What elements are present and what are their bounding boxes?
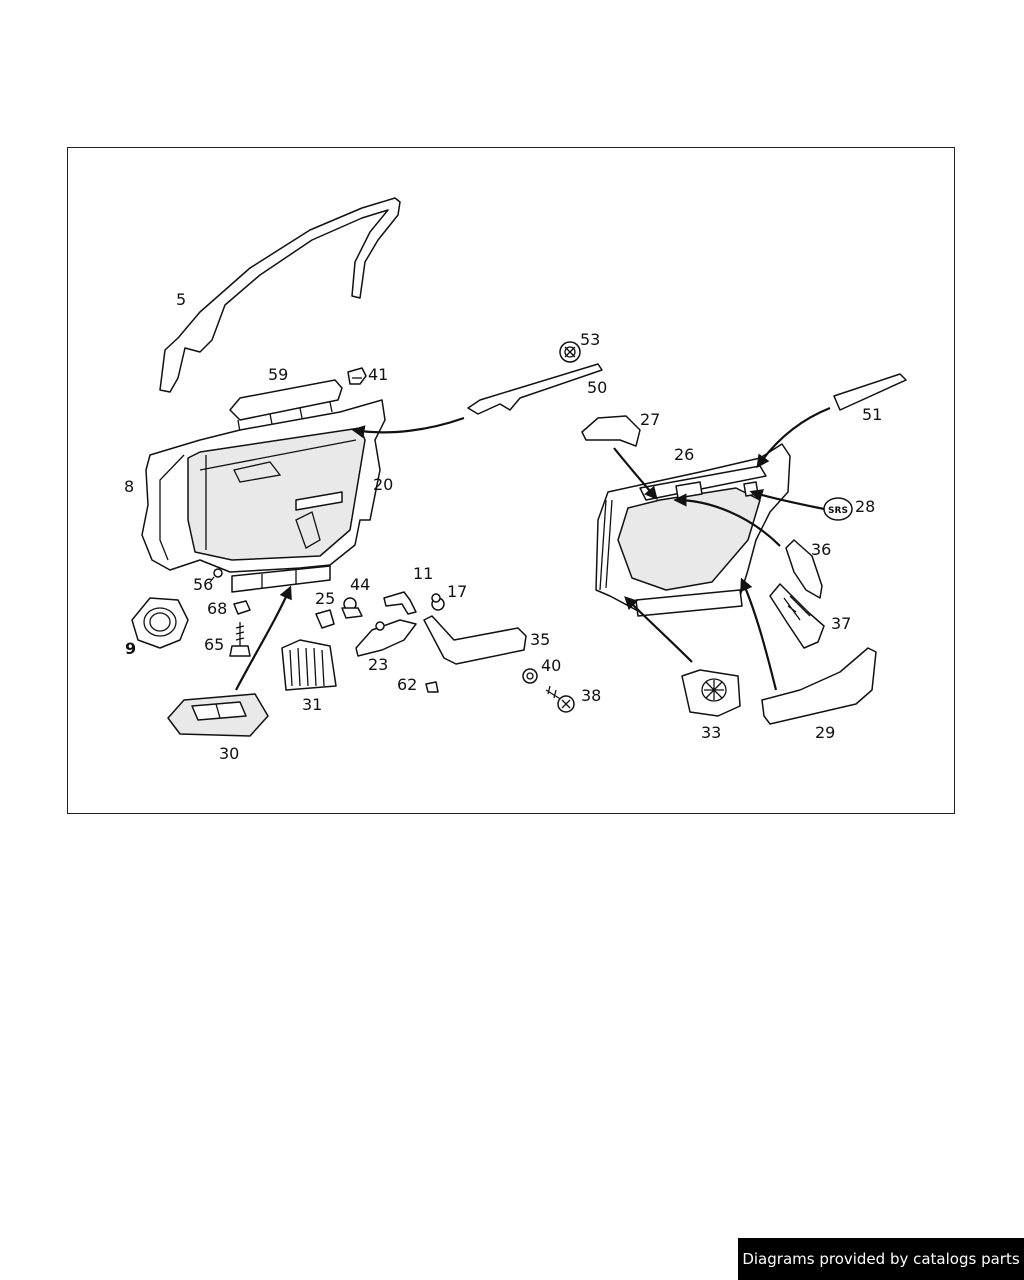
label-28: 28 bbox=[855, 497, 875, 516]
label-62: 62 bbox=[397, 675, 417, 694]
diagram-frame bbox=[67, 147, 955, 814]
label-35: 35 bbox=[530, 630, 550, 649]
label-29: 29 bbox=[815, 723, 835, 742]
assembly-arrows bbox=[235, 406, 831, 691]
part-35-armrest bbox=[423, 615, 527, 665]
part-44-bulb bbox=[341, 597, 363, 619]
label-65: 65 bbox=[204, 635, 224, 654]
label-30: 30 bbox=[219, 744, 239, 763]
label-26: 26 bbox=[674, 445, 694, 464]
part-28-srs-badge: SRS bbox=[823, 497, 853, 521]
part-59-upper-trim bbox=[229, 379, 343, 433]
part-23-handle bbox=[355, 619, 417, 657]
part-38-screw bbox=[545, 685, 575, 713]
part-40-washer bbox=[522, 668, 538, 684]
callout-labels: 5 59 41 53 50 27 51 26 8 20 28 36 56 44 … bbox=[124, 290, 882, 763]
label-50: 50 bbox=[587, 378, 607, 397]
label-33: 33 bbox=[701, 723, 721, 742]
label-17: 17 bbox=[447, 582, 467, 601]
part-17-plug bbox=[431, 593, 445, 611]
label-9: 9 bbox=[125, 639, 136, 658]
part-29-lower-trim bbox=[761, 647, 877, 725]
label-20: 20 bbox=[373, 475, 393, 494]
label-23: 23 bbox=[368, 655, 388, 674]
part-65-screw bbox=[229, 622, 251, 657]
part-30-switch-panel bbox=[167, 693, 269, 737]
part-31-pocket-grille bbox=[281, 639, 337, 691]
part-41-clip bbox=[347, 367, 367, 385]
part-62-clip bbox=[425, 681, 439, 693]
label-36: 36 bbox=[811, 540, 831, 559]
label-38: 38 bbox=[581, 686, 601, 705]
label-59: 59 bbox=[268, 365, 288, 384]
label-37: 37 bbox=[831, 614, 851, 633]
credit-banner: Diagrams provided by catalogs parts bbox=[738, 1238, 1024, 1280]
part-33-speaker bbox=[681, 669, 741, 717]
part-25-clip bbox=[315, 609, 335, 629]
part-37-bracket bbox=[769, 583, 825, 649]
label-25: 25 bbox=[315, 589, 335, 608]
part-51-upper-strip bbox=[833, 373, 907, 411]
label-8: 8 bbox=[124, 477, 134, 496]
part-53-cap bbox=[559, 341, 581, 363]
part-36-armrest-cover bbox=[785, 539, 823, 599]
part-27-handle-bezel bbox=[581, 415, 641, 447]
part-50-sill-strip bbox=[467, 363, 603, 415]
label-68: 68 bbox=[207, 599, 227, 618]
label-5: 5 bbox=[176, 290, 186, 309]
part-11-bracket bbox=[383, 591, 417, 615]
part-9-speaker-grille bbox=[131, 597, 189, 649]
label-40: 40 bbox=[541, 656, 561, 675]
label-31: 31 bbox=[302, 695, 322, 714]
label-27: 27 bbox=[640, 410, 660, 429]
label-51: 51 bbox=[862, 405, 882, 424]
part-56-screw bbox=[209, 568, 223, 583]
label-41: 41 bbox=[368, 365, 388, 384]
part-68-clip bbox=[233, 600, 251, 615]
part-8-left-door-panel bbox=[141, 399, 386, 593]
label-53: 53 bbox=[580, 330, 600, 349]
label-11: 11 bbox=[413, 564, 433, 583]
label-56: 56 bbox=[193, 575, 213, 594]
srs-badge-text: SRS bbox=[828, 506, 848, 516]
part-5-window-frame-seal bbox=[159, 197, 401, 393]
label-44: 44 bbox=[350, 575, 370, 594]
